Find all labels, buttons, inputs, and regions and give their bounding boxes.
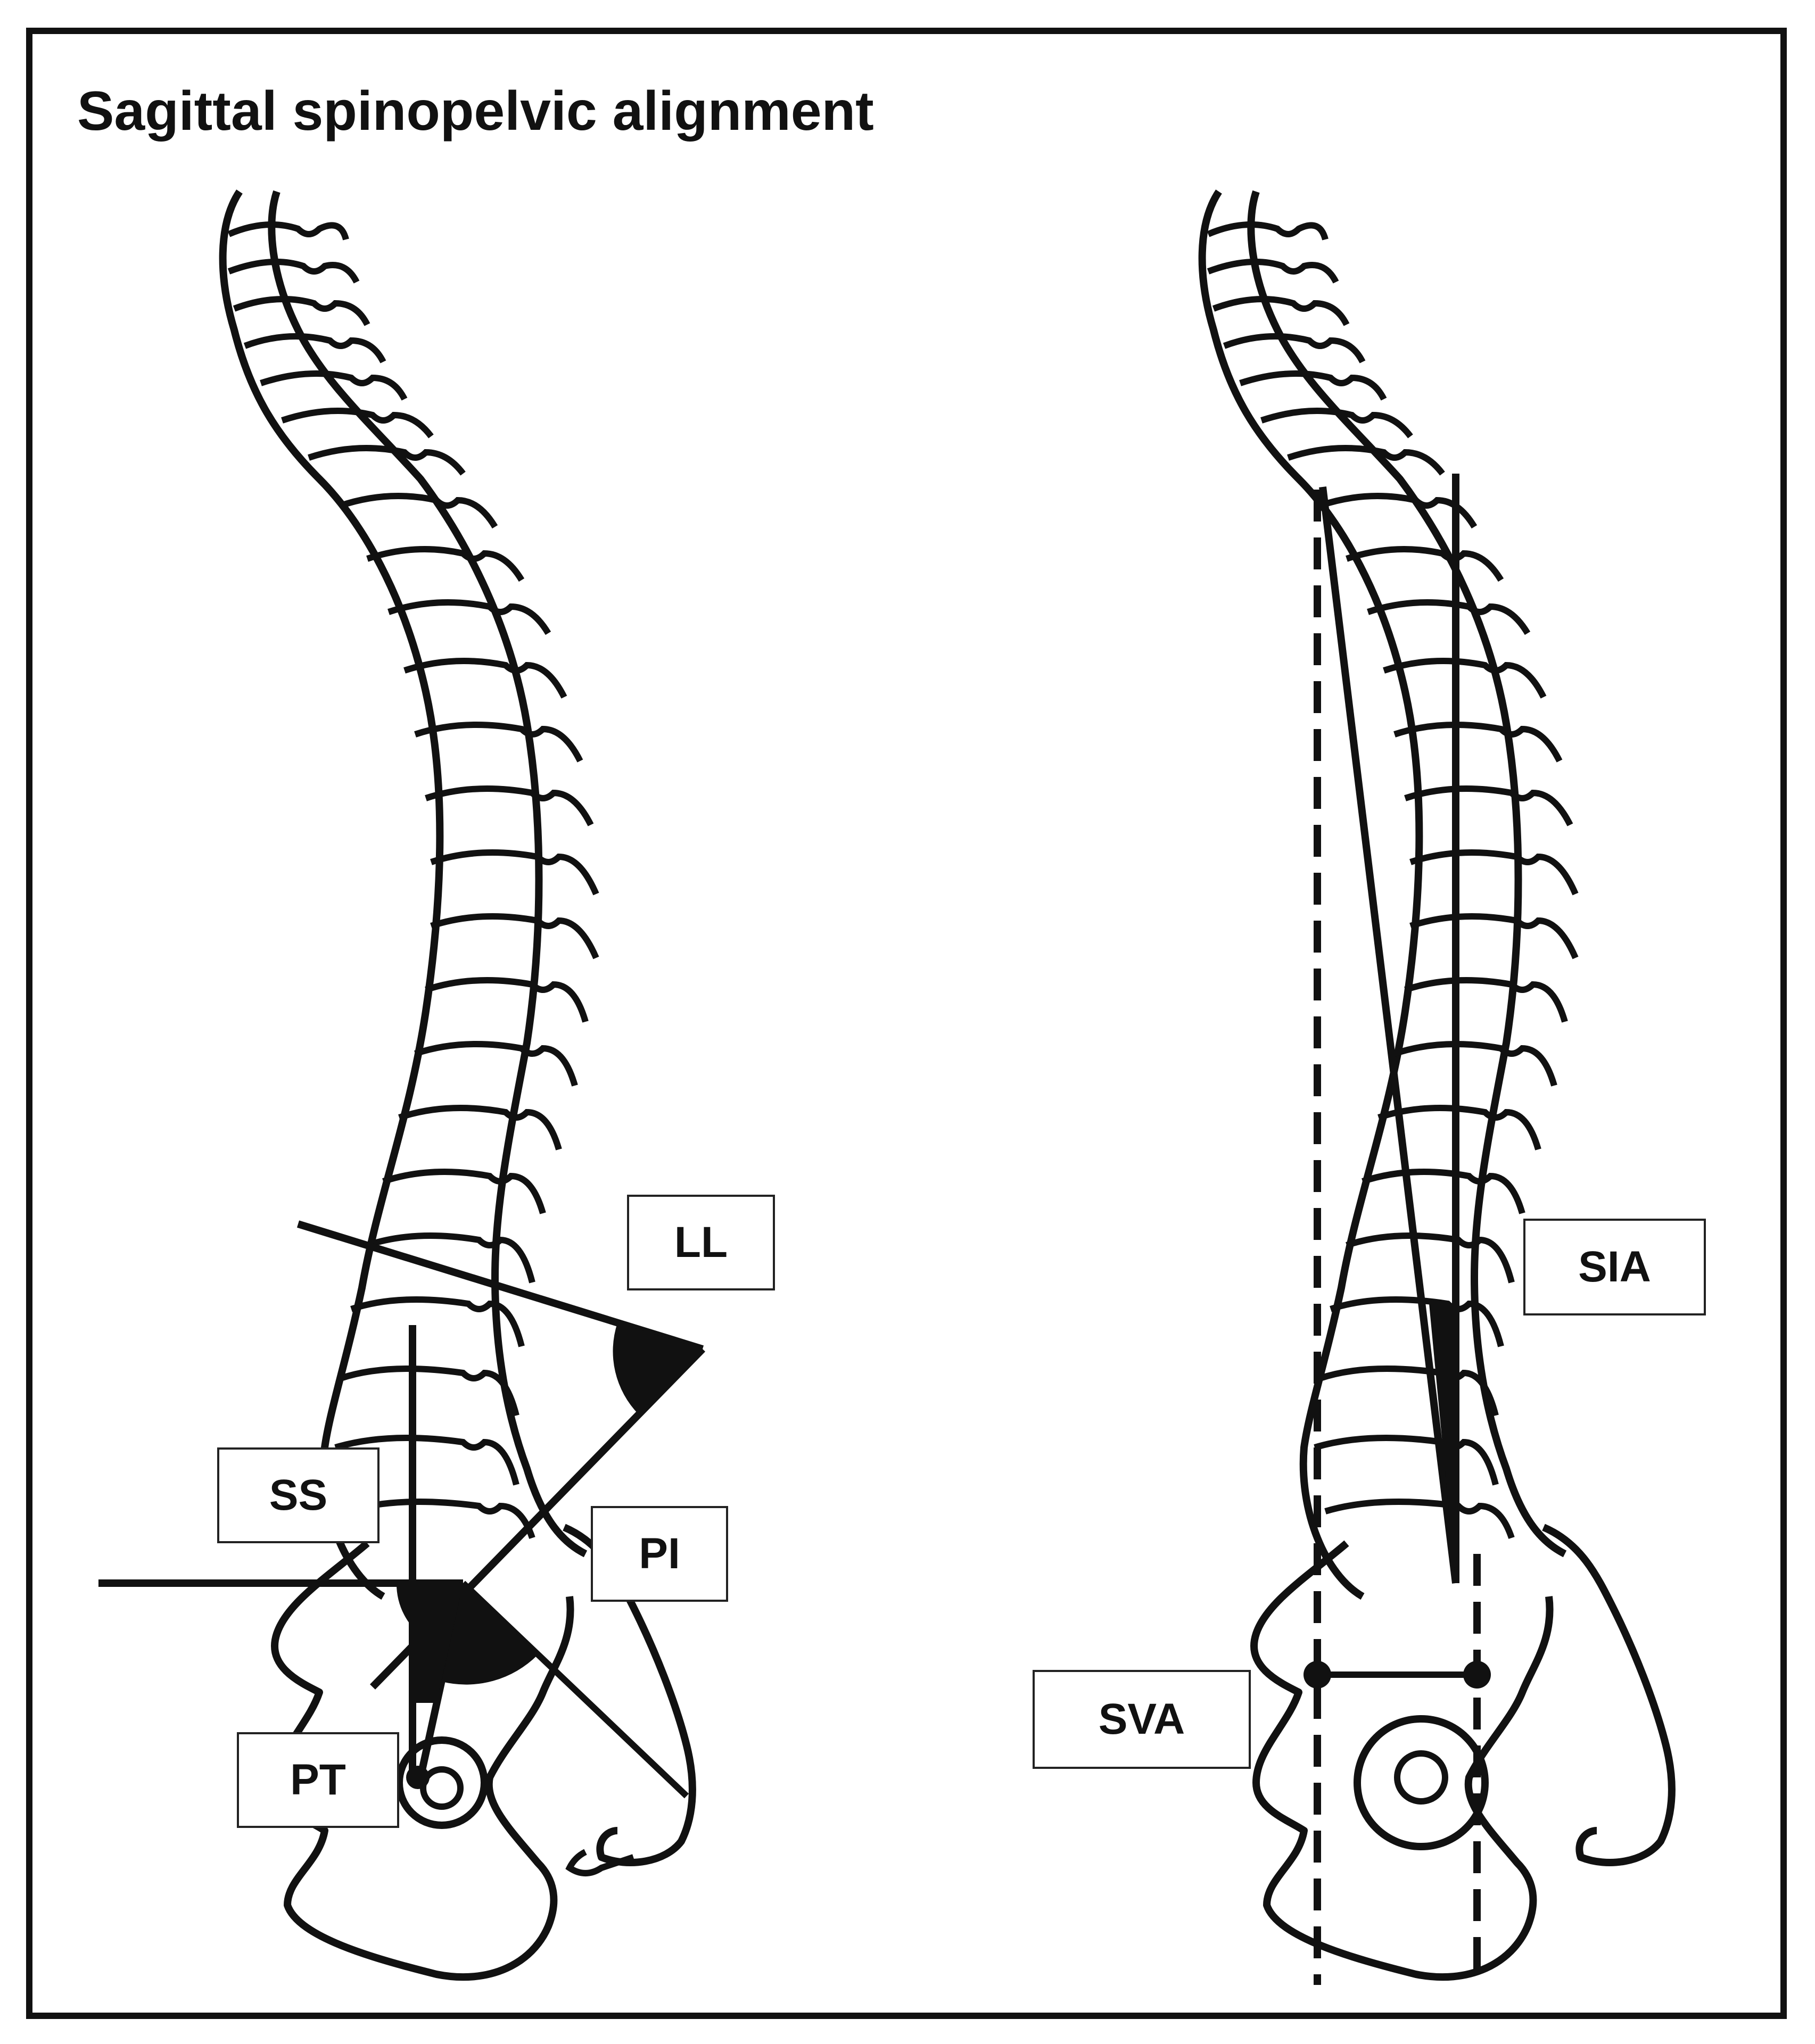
pt-label: PT [237,1732,399,1828]
left-femoral-head-outer [395,1736,488,1829]
pt-angle-wedge [412,1583,463,1703]
left-spine [219,189,696,1981]
sacral-slope-line [460,1580,689,1799]
sia-oblique-line [1319,486,1459,1584]
left-spine-posterior-contour [268,190,588,1558]
right-spine-anterior-contour [1198,189,1423,1600]
figure-title: Sagittal spinopelvic alignment [77,80,874,142]
pi-angle-wedge [442,1583,538,1685]
left-femoral-head-inner [420,1766,464,1810]
ll-angle-wedge [613,1323,703,1414]
pi-label: PI [591,1506,728,1602]
femoral-head-center-dot [406,1766,430,1789]
right-spine-posterior-contour [1247,190,1567,1558]
sva-label: SVA [1033,1670,1251,1769]
right-femoral-head-inner [1394,1750,1448,1805]
sia-angle-wedge [1429,1304,1456,1583]
right-pelvis-ilium [1250,1540,1554,1981]
alignment-lines [1304,474,1491,1985]
right-vertebrae [1207,221,1579,1539]
pelvic-parameter-lines [98,1325,689,1799]
right-sacrum [1542,1524,1676,1866]
left-pelvis-ilium [271,1540,574,1981]
right-spine [1198,189,1676,1981]
left-spine-anterior-contour [219,189,444,1600]
sva-left-dot [1304,1661,1331,1689]
ll-label: LL [627,1195,775,1290]
ss-label: SS [217,1447,380,1543]
right-femoral-head-outer [1354,1715,1489,1850]
sva-right-dot [1463,1661,1491,1689]
pelvic-tilt-line [417,1582,467,1778]
sia-label: SIA [1523,1219,1706,1315]
ss-angle-wedge [396,1583,463,1639]
left-vertebrae [227,221,599,1539]
ll-upper-endplate-line [296,1220,704,1353]
left-coccyx [565,1849,634,1876]
